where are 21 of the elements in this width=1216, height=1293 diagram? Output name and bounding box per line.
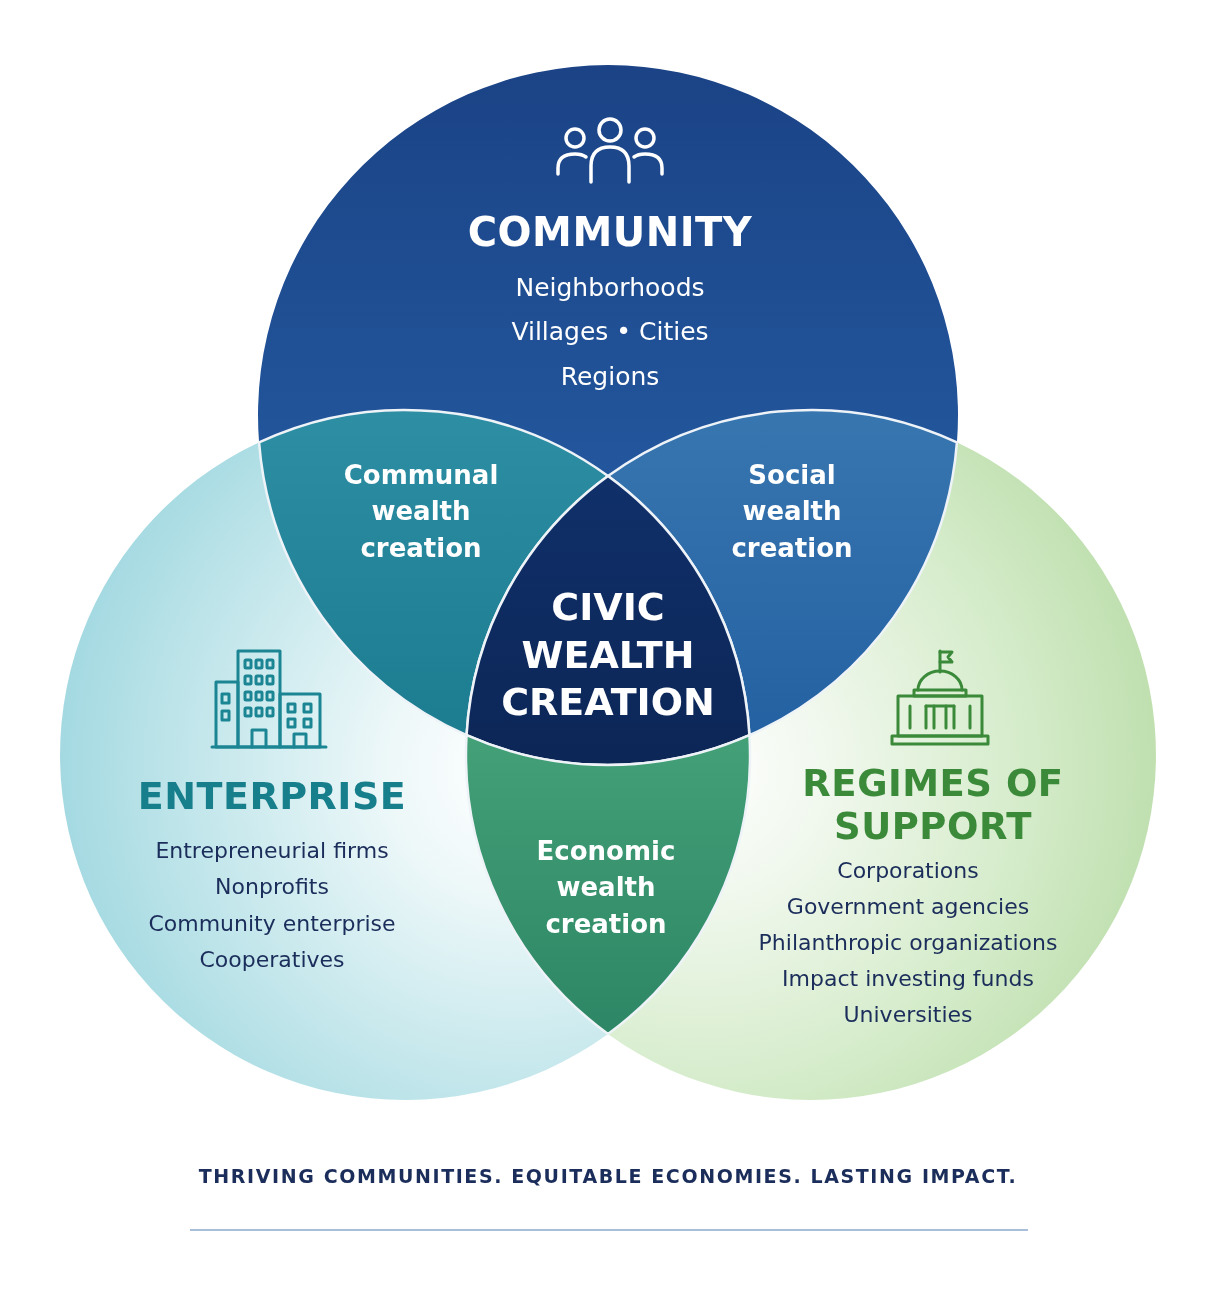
category-item: Government agencies bbox=[786, 893, 1030, 921]
center-title: CIVIC WEALTH CREATION bbox=[500, 583, 716, 726]
category-item: Cooperatives bbox=[199, 946, 345, 974]
overlap-label: Communal wealth creation bbox=[342, 459, 500, 566]
category-item: Corporations bbox=[837, 857, 979, 885]
category-item: Neighborhoods bbox=[515, 273, 705, 303]
category-title: REGIMES OF SUPPORT bbox=[801, 763, 1065, 849]
category-title: ENTERPRISE bbox=[137, 774, 407, 820]
category-item: Impact investing funds bbox=[782, 965, 1034, 993]
category-title: COMMUNITY bbox=[467, 208, 753, 256]
category-item: Community enterprise bbox=[148, 910, 396, 938]
overlap-region bbox=[464, 734, 752, 1036]
category-item: Villages • Cities bbox=[511, 317, 709, 347]
overlap-label: Economic wealth creation bbox=[535, 835, 677, 942]
category-item: Philanthropic organizations bbox=[758, 929, 1058, 957]
category-item: Universities bbox=[843, 1001, 973, 1029]
category-item: Entrepreneurial firms bbox=[155, 837, 389, 865]
tagline: THRIVING COMMUNITIES. EQUITABLE ECONOMIES. LASTING IMPACT. bbox=[198, 1165, 1018, 1187]
category-item: Nonprofits bbox=[215, 873, 329, 901]
overlap-label: Social wealth creation bbox=[730, 459, 854, 566]
category-item: Regions bbox=[560, 362, 660, 392]
